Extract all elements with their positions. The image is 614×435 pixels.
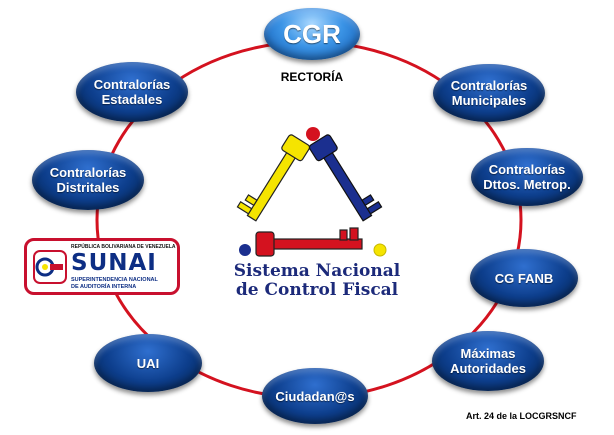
node-ciudadanos[interactable]: Ciudadan@s <box>262 368 368 424</box>
yellow-dot-icon <box>373 243 387 257</box>
center-title-line1: Sistema Nacional <box>233 261 401 281</box>
sunai-emblem-icon <box>33 250 67 284</box>
node-uai[interactable]: UAI <box>94 334 202 392</box>
node-contralorias-estadales[interactable]: Contralorías Estadales <box>76 62 188 122</box>
red-key-icon <box>255 227 363 257</box>
node-maximas-autoridades-label: Máximas Autoridades <box>450 346 526 376</box>
node-contralorias-municipales-label: Contralorías Municipales <box>450 78 528 108</box>
sunai-subtitle-1: SUPERINTENDENCIA NACIONAL <box>71 277 158 283</box>
node-uai-label: UAI <box>136 355 160 371</box>
sunai-logo[interactable]: REPÚBLICA BOLIVARIANA DE VENEZUELA SUNAI… <box>24 238 180 295</box>
node-contralorias-distritales-label: Contralorías Distritales <box>49 165 127 195</box>
keys-emblem <box>236 127 387 257</box>
node-contralorias-estadales-label: Contralorías Estadales <box>93 77 171 107</box>
node-contralorias-dttos-label: Contralorías Dttos. Metrop. <box>483 162 571 192</box>
sunai-republica-text: REPÚBLICA BOLIVARIANA DE VENEZUELA <box>71 244 176 250</box>
center-title: Sistema Nacional de Control Fiscal <box>232 262 402 300</box>
blue-dot-icon <box>239 244 251 256</box>
red-dot-icon <box>306 127 320 141</box>
node-cg-fanb-label: CG FANB <box>494 270 554 286</box>
sunai-subtitle-2: DE AUDITORÍA INTERNA <box>71 284 137 290</box>
node-contralorias-distritales[interactable]: Contralorías Distritales <box>32 150 144 210</box>
node-maximas-autoridades[interactable]: Máximas Autoridades <box>432 331 544 391</box>
node-contralorias-municipales[interactable]: Contralorías Municipales <box>433 64 545 122</box>
center-title-line2: de Control Fiscal <box>235 280 399 300</box>
sunai-name: SUNAI <box>71 250 157 276</box>
node-cgr[interactable]: CGR <box>264 8 360 60</box>
node-cg-fanb[interactable]: CG FANB <box>470 249 578 307</box>
yellow-key-icon <box>236 134 311 222</box>
footnote: Art. 24 de la LOCGRSNCF <box>466 411 577 421</box>
node-ciudadanos-label: Ciudadan@s <box>275 388 355 404</box>
rectoria-label: RECTORÍA <box>280 70 344 84</box>
node-cgr-label: CGR <box>283 19 341 49</box>
node-contralorias-dttos-metrop[interactable]: Contralorías Dttos. Metrop. <box>471 148 583 206</box>
blue-key-icon <box>308 134 383 222</box>
